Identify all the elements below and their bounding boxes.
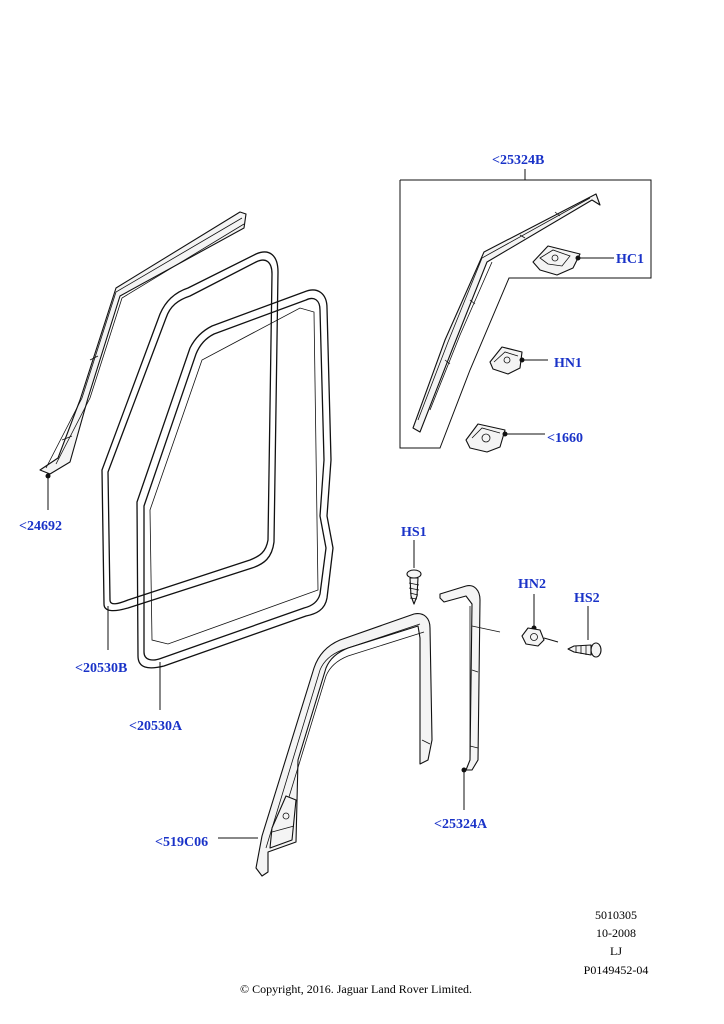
diagram-initials: LJ	[610, 944, 622, 958]
callout-519C06[interactable]: <519C06	[155, 835, 208, 850]
callout-20530A[interactable]: <20530A	[129, 719, 183, 734]
door-frame-519C06	[218, 613, 433, 877]
copyright-notice: © Copyright, 2016. Jaguar Land Rover Lim…	[240, 982, 472, 996]
trim-strip-25324A	[439, 585, 501, 810]
nut-hn2	[521, 594, 559, 647]
diagram-date: 10-2008	[596, 926, 636, 940]
clip-1660	[465, 423, 545, 453]
callout-1660[interactable]: <1660	[547, 431, 583, 446]
callout-hs1[interactable]: HS1	[401, 525, 427, 540]
door-seal-20530A	[136, 289, 334, 710]
inset-box-25324B	[399, 169, 652, 449]
trim-strip-24692	[39, 211, 247, 510]
screw-hs1	[406, 540, 422, 605]
callout-24692[interactable]: <24692	[19, 519, 62, 534]
callout-25324B[interactable]: <25324B	[492, 153, 544, 168]
nut-hn1	[489, 346, 548, 375]
callout-hc1[interactable]: HC1	[616, 252, 644, 267]
callout-hn1[interactable]: HN1	[554, 356, 582, 371]
callout-25324A[interactable]: <25324A	[434, 817, 488, 832]
diagram-code: 5010305	[595, 908, 637, 922]
callout-20530B[interactable]: <20530B	[75, 661, 127, 676]
diagram-ref: P0149452-04	[584, 963, 649, 977]
door-seal-20530B	[101, 251, 279, 650]
screw-hs2	[567, 606, 602, 658]
callout-hn2[interactable]: HN2	[518, 577, 546, 592]
callout-hs2[interactable]: HS2	[574, 591, 600, 606]
clip-hc1	[532, 245, 614, 276]
